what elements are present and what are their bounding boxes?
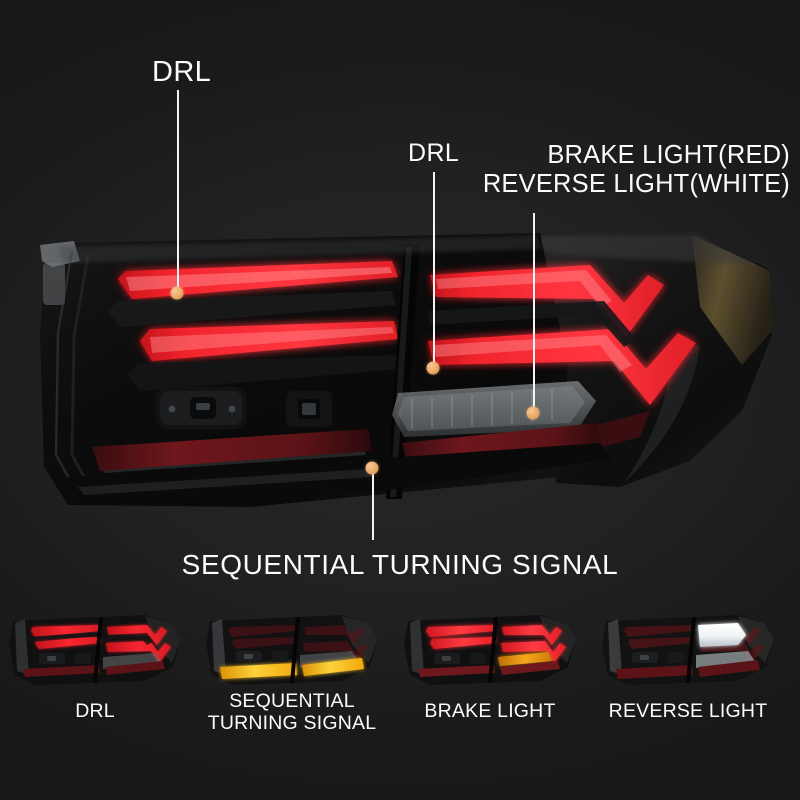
- bottom-lip: [66, 443, 612, 503]
- main-taillight-image: [0, 215, 800, 525]
- body-contour-left-2: [70, 254, 94, 492]
- led-chevron-upper: [430, 265, 664, 337]
- callout-dot-drl-center: [426, 361, 440, 375]
- brake-light-line: BRAKE LIGHT(RED): [547, 141, 790, 169]
- thumbnail-drl[interactable]: DRL: [0, 605, 195, 722]
- shell-bronze-highlight: [692, 235, 772, 365]
- main-taillight-illustration: [40, 233, 772, 507]
- bottom-lip-gloss: [78, 469, 372, 495]
- callout-label-sequential-turning-signal: SEQUENTIAL TURNING SIGNAL: [181, 549, 619, 580]
- lower-red-strip-left: [92, 429, 372, 471]
- callout-dot-brake-reverse: [526, 406, 540, 420]
- thumbnail-reverse-light-image: [602, 615, 774, 685]
- bulb-access-cover-large: [156, 387, 246, 429]
- callout-label-drl-center: DRL: [408, 139, 460, 167]
- leader-line-brake-reverse: [533, 213, 535, 412]
- unlit-chevron-guide: [428, 301, 636, 347]
- thumbnail-sequential-signal-caption-line-2: TURNING SIGNAL: [207, 711, 377, 734]
- callout-dot-sequential: [365, 461, 379, 475]
- center-split-gloss: [390, 247, 412, 497]
- mode-thumbnail-row: DRL: [0, 605, 800, 800]
- thumbnail-drl-image: [9, 615, 181, 685]
- thumbnail-reverse-light[interactable]: REVERSE LIGHT: [588, 605, 788, 722]
- lens-top-gloss: [58, 235, 542, 263]
- callout-label-drl-top-left: DRL: [152, 56, 212, 88]
- callout-dot-drl-top-left: [170, 286, 184, 300]
- shell-top-gloss: [505, 234, 758, 265]
- body-contour-left: [54, 250, 78, 492]
- thumbnail-drl-caption: DRL: [0, 700, 195, 723]
- unlit-guide-bar-2: [128, 355, 400, 391]
- thumbnail-brake-light[interactable]: BRAKE LIGHT: [390, 605, 590, 722]
- thumbnail-sequential-signal-caption: SEQUENTIAL TURNING SIGNAL: [192, 690, 392, 735]
- leader-line-sequential: [372, 473, 374, 540]
- left-connector-block: [43, 263, 65, 305]
- thumbnail-reverse-light-caption-line-1: REVERSE LIGHT: [608, 700, 768, 722]
- leader-line-drl-center: [433, 172, 435, 367]
- thumbnail-sequential-signal[interactable]: SEQUENTIAL TURNING SIGNAL: [192, 605, 392, 734]
- thumbnail-drl-caption-line-1: DRL: [75, 700, 115, 722]
- led-bar-drl-middle: [140, 321, 398, 361]
- leader-line-drl-top-left: [177, 90, 179, 292]
- led-chevron-lower: [428, 329, 696, 405]
- unlit-guide-bar-1: [108, 291, 396, 327]
- lower-red-strip-right-outer: [596, 411, 650, 447]
- shell-edge-sheen: [624, 343, 700, 483]
- thumbnail-brake-light-caption: BRAKE LIGHT: [390, 700, 590, 723]
- reverse-light-lens: [392, 381, 596, 437]
- thumbnail-brake-light-caption-line-1: BRAKE LIGHT: [424, 700, 556, 722]
- reverse-light-line: REVERSE LIGHT(WHITE): [482, 169, 790, 198]
- thumbnail-sequential-signal-caption-line-1: SEQUENTIAL: [229, 690, 355, 712]
- bulb-access-cover-small: [286, 391, 332, 427]
- callout-label-brake-reverse: BRAKE LIGHT(RED) REVERSE LIGHT(WHITE): [420, 141, 790, 198]
- thumbnail-reverse-light-caption: REVERSE LIGHT: [588, 700, 788, 723]
- led-bar-drl-upper: [118, 261, 398, 299]
- thumbnail-sequential-signal-image: [206, 615, 378, 685]
- thumbnail-brake-light-image: [404, 615, 576, 685]
